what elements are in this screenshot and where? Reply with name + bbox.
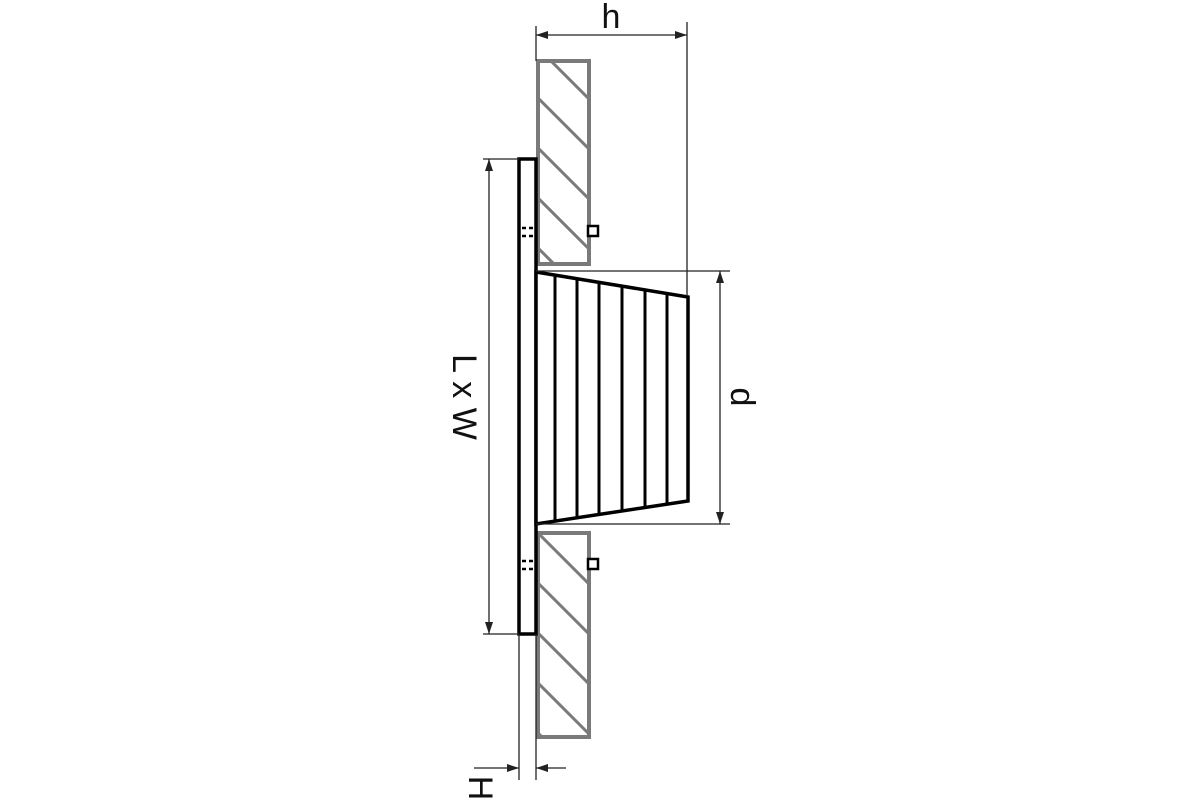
fixing-square-bottom bbox=[586, 557, 600, 571]
screw-marks bbox=[522, 226, 533, 571]
label-H: H bbox=[461, 776, 499, 800]
wall-section-top bbox=[536, 59, 591, 266]
dimension-H bbox=[474, 634, 566, 780]
dimension-lxw bbox=[483, 158, 519, 635]
tapered-spigot bbox=[534, 269, 690, 527]
label-lxw: L x W bbox=[445, 354, 483, 440]
dimension-d bbox=[536, 270, 730, 525]
fixing-square-top bbox=[586, 224, 600, 238]
label-h: h bbox=[602, 0, 621, 36]
dimension-h bbox=[535, 22, 688, 296]
flange-plate bbox=[517, 157, 538, 636]
label-d: d bbox=[723, 388, 761, 407]
wall-section-bottom bbox=[536, 531, 591, 739]
